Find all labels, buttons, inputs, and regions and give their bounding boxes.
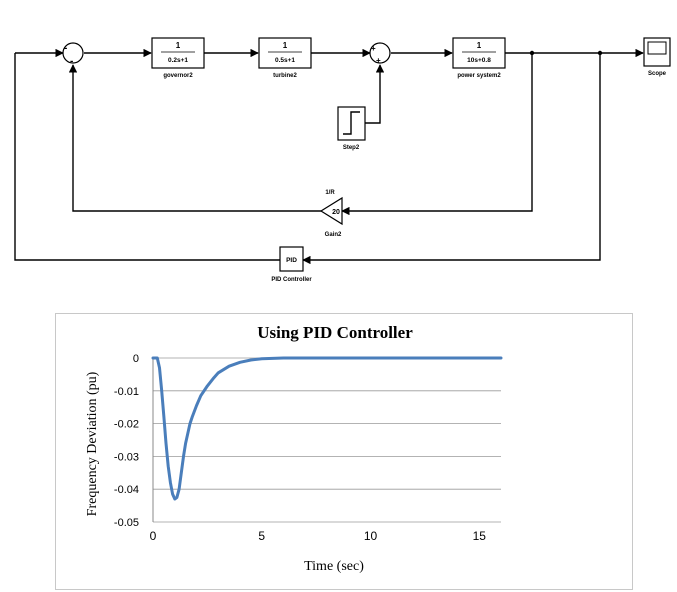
scope-screen-icon — [647, 41, 667, 55]
branch-point — [597, 50, 603, 56]
line-step-sum2 — [365, 64, 385, 124]
sum1-left-sign: - — [64, 43, 67, 54]
sum2-left-sign: + — [371, 44, 376, 53]
y-tick-label: -0.02 — [114, 419, 139, 431]
turbine-block[interactable]: 1 0.5s+1 turbine2 — [258, 37, 312, 79]
pid-label: PID — [286, 257, 297, 264]
series-line — [151, 356, 503, 501]
y-tick-label: -0.03 — [114, 451, 139, 463]
scope-block[interactable]: Scope — [643, 37, 671, 77]
y-tick-labels: 0 -0.01 -0.02 -0.03 -0.04 -0.05 — [114, 353, 139, 529]
power-system-caption: power system2 — [457, 73, 501, 79]
turbine-denominator: 0.5s+1 — [275, 57, 295, 64]
x-tick-labels: 0 5 10 15 — [150, 529, 487, 543]
scope-caption: Scope — [648, 71, 667, 77]
step-waveform-icon — [343, 111, 360, 135]
y-tick-label: -0.04 — [114, 484, 139, 496]
pid-controller-block[interactable]: PID PID Controller — [271, 246, 312, 283]
frequency-deviation-chart: Using PID Controller 0 -0.01 -0.02 -0.03 -0.… — [85, 323, 503, 574]
line-to-pid — [302, 53, 601, 265]
branch-point — [529, 50, 535, 56]
gain-caption: Gain2 — [325, 232, 342, 238]
power-system-block[interactable]: 1 10s+0.8 power system2 — [452, 37, 506, 79]
x-tick-label: 10 — [364, 529, 378, 543]
governor-denominator: 0.2s+1 — [168, 57, 188, 64]
y-tick-label: 0 — [133, 353, 139, 365]
gain-block[interactable]: 20 1/R Gain2 — [319, 190, 343, 238]
governor-caption: governor2 — [163, 73, 193, 79]
turbine-numerator: 1 — [283, 41, 288, 50]
turbine-caption: turbine2 — [273, 73, 297, 79]
power-system-numerator: 1 — [477, 41, 482, 50]
block-diagram: - - 1 0.2s+1 governor2 1 0.5s+1 turbine2… — [14, 37, 671, 283]
step-caption: Step2 — [343, 145, 360, 151]
x-tick-label: 15 — [473, 529, 487, 543]
x-tick-label: 0 — [150, 529, 157, 543]
line-pid-back — [14, 53, 280, 261]
power-system-denominator: 10s+0.8 — [467, 57, 491, 64]
y-tick-label: -0.01 — [114, 386, 139, 398]
signal-lines — [14, 48, 644, 265]
chart-title: Using PID Controller — [257, 323, 413, 342]
line-gain-sum1 — [68, 64, 321, 212]
governor-numerator: 1 — [176, 41, 181, 50]
x-tick-label: 5 — [258, 529, 265, 543]
gridlines — [153, 357, 501, 523]
chart-frame: Using PID Controller 0 -0.01 -0.02 -0.03 -0.… — [55, 313, 633, 590]
step-block[interactable]: Step2 — [337, 106, 366, 151]
y-tick-label: -0.05 — [114, 517, 139, 529]
y-axis-label: Frequency Deviation (pu) — [85, 371, 100, 516]
line-to-gain — [341, 53, 533, 216]
sum1-bottom-sign: - — [70, 56, 73, 67]
x-axis-label: Time (sec) — [304, 559, 364, 574]
sum2-bottom-sign: + — [376, 56, 381, 65]
sum-junction-2[interactable]: + + — [369, 42, 391, 65]
gain-label: 1/R — [325, 190, 335, 196]
pid-caption: PID Controller — [271, 277, 312, 283]
sum-junction-1[interactable]: - - — [62, 42, 84, 67]
gain-value: 20 — [332, 209, 340, 216]
governor-block[interactable]: 1 0.2s+1 governor2 — [151, 37, 205, 79]
